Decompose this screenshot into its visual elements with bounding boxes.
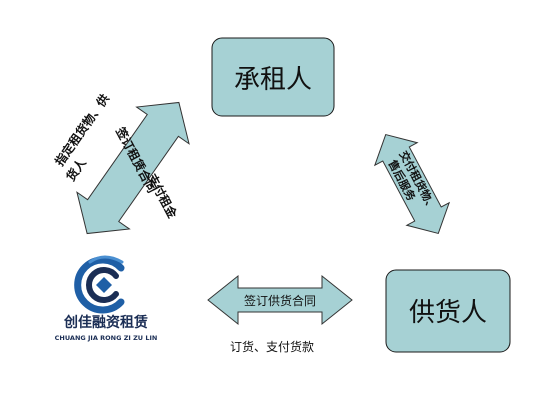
supply-contract-label: 签订供货合同 — [244, 293, 316, 308]
logo-inner-arc — [86, 267, 119, 303]
logo-outer-arc — [74, 256, 125, 314]
brand-logo — [74, 255, 125, 314]
logo-swoosh — [88, 255, 124, 264]
pay-rent-label-group: 支付租金 — [144, 170, 181, 221]
logo-center-diamond — [96, 277, 112, 293]
supply-contract-arrow-shape — [207, 274, 353, 326]
lessee-node: 承租人 — [211, 37, 335, 117]
supply-contract-arrow: 签订供货合同 — [207, 274, 353, 326]
supplier-node: 供货人 — [385, 269, 511, 353]
designate-goods-line-1: 指定租货物、供 — [52, 91, 112, 168]
delivery-arrow-shape — [373, 133, 451, 235]
lessee-box — [211, 37, 335, 117]
brand-name-cn: 创佳融资租赁 — [63, 314, 148, 331]
order-payment-caption: 订货、支付货款 — [230, 339, 314, 354]
brand-name-en: CHUANG JIA RONG ZI ZU LIN — [55, 334, 158, 342]
supplier-box — [385, 269, 511, 353]
delivery-arrow — [373, 133, 451, 235]
pay-rent-label: 支付租金 — [144, 170, 181, 221]
lease-contract-arrow — [76, 101, 190, 235]
lessee-label: 承租人 — [234, 65, 312, 95]
supplier-label: 供货人 — [409, 298, 487, 328]
lease-contract-arrow-shape — [76, 101, 190, 235]
